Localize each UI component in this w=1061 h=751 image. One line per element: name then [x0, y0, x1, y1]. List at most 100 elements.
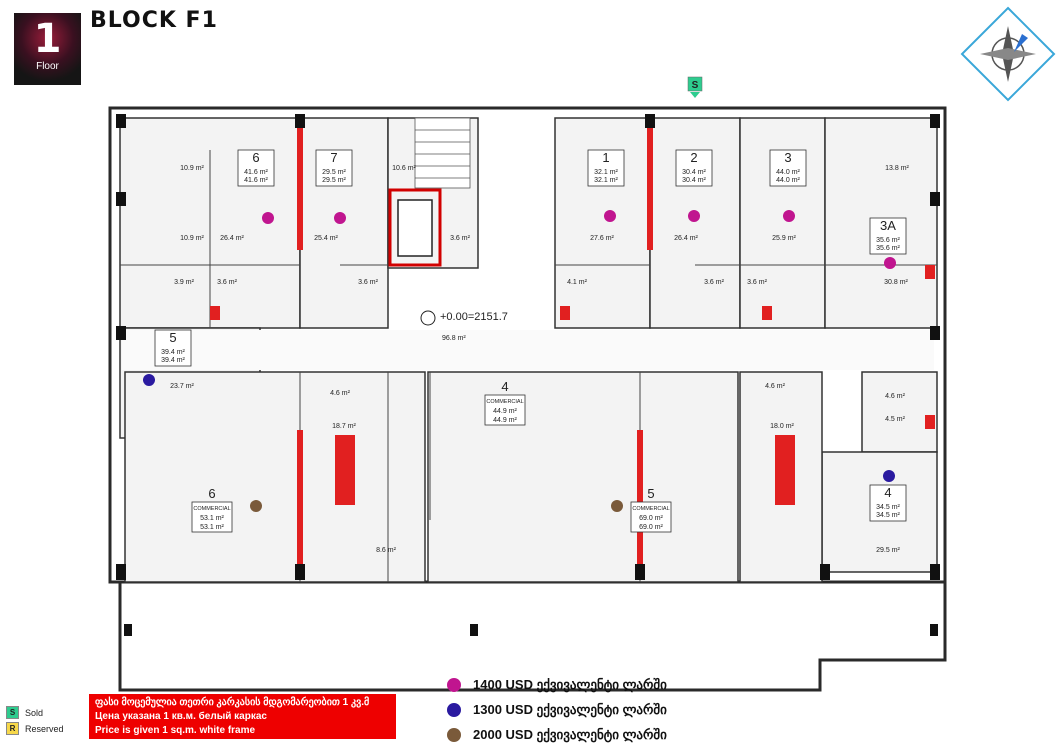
apartment-box: [869, 484, 907, 522]
apartment-number: 1: [602, 150, 609, 165]
apartment-area: 41.6 m²: [244, 177, 268, 184]
room-area-label: 10.9 m²: [180, 165, 204, 172]
apartment-number: 4: [884, 485, 891, 500]
room-area-label: 4.6 m²: [330, 390, 351, 397]
price-dot-icon: [884, 257, 896, 269]
price-dot-icon: [334, 212, 346, 224]
price-legend-item: 1400 USD ექვივალენტი ლარში: [447, 672, 667, 697]
elevation-mark: +0.00=2151.7: [440, 311, 508, 323]
apartment-box: [675, 149, 713, 187]
room-area-label: 4.6 m²: [765, 383, 786, 390]
sold-label: Sold: [25, 707, 44, 718]
room-area-label: 3.6 m²: [747, 279, 768, 286]
apartment-area: 41.6 m²: [244, 169, 268, 176]
floor-badge: 1 Floor: [14, 13, 81, 85]
commercial-type: COMMERCIAL: [632, 506, 669, 512]
price-dot-icon: [883, 470, 895, 482]
price-dot-icon: [688, 210, 700, 222]
apartment-area: 30.4 m²: [682, 169, 706, 176]
price-dot-icon: [143, 374, 155, 386]
room-area-label: 3.9 m²: [174, 279, 195, 286]
apartment-box: [869, 217, 907, 255]
notice-line-ka: ფასი მოცემულია თეთრი კარკასის მდგომარეობ…: [95, 697, 370, 708]
apartment-number: 3A: [880, 218, 896, 233]
commercial-area: 69.0 m²: [639, 515, 663, 522]
room-area-label: 29.5 m²: [876, 547, 900, 554]
room-area-label: 3.6 m²: [358, 279, 379, 286]
commercial-type: COMMERCIAL: [193, 506, 230, 512]
room-area-label: 25.9 m²: [772, 235, 796, 242]
price-label: 1400 USD ექვივალენტი ლარში: [473, 676, 667, 692]
commercial-area: 44.9 m²: [493, 417, 517, 424]
price-legend: 1400 USD ექვივალენტი ლარში 1300 USD ექვი…: [447, 672, 667, 747]
reserved-swatch: R: [6, 722, 19, 735]
commercial-area: 69.0 m²: [639, 524, 663, 531]
room-area-label: 18.7 m²: [332, 423, 356, 430]
price-dot-icon: [604, 210, 616, 222]
price-dot-icon: [262, 212, 274, 224]
commercial-number: 4: [501, 379, 508, 394]
room-area-label: 10.9 m²: [180, 235, 204, 242]
room-area-label: 23.7 m²: [170, 383, 194, 390]
block-title: BLOCK F1: [90, 8, 218, 33]
commercial-area: 53.1 m²: [200, 524, 224, 531]
apartment-box: [154, 329, 192, 367]
apartment-area: 32.1 m²: [594, 169, 618, 176]
price-dot-icon: [783, 210, 795, 222]
room-area-label: 3.6 m²: [450, 235, 471, 242]
price-dot-icon: [611, 500, 623, 512]
apartment-number: 2: [690, 150, 697, 165]
apartment-box: [237, 149, 275, 187]
reserved-label: Reserved: [25, 723, 64, 734]
apartment-number: 3: [784, 150, 791, 165]
floor-label: Floor: [36, 61, 59, 72]
room-area-label: 26.4 m²: [674, 235, 698, 242]
price-dot-icon: [447, 702, 461, 717]
apartment-area: 32.1 m²: [594, 177, 618, 184]
apartment-area: 34.5 m²: [876, 512, 900, 519]
room-area-label: 18.0 m²: [770, 423, 794, 430]
notice-line-ru: Цена указана 1 кв.м. белый каркас: [95, 711, 267, 722]
commercial-box: [484, 394, 526, 426]
commercial-number: 5: [647, 486, 654, 501]
apartment-area: 35.6 m²: [876, 237, 900, 244]
room-area-label: 13.8 m²: [885, 165, 909, 172]
commercial-number: 6: [208, 486, 215, 501]
sold-swatch: S: [6, 706, 19, 719]
apartment-area: 30.4 m²: [682, 177, 706, 184]
price-legend-item: 1300 USD ექვივალენტი ლარში: [447, 697, 667, 722]
apartment-area: 29.5 m²: [322, 177, 346, 184]
apartment-box: [315, 149, 353, 187]
floor-number: 1: [33, 16, 62, 62]
room-area-label: 3.6 m²: [217, 279, 238, 286]
room-area-label: 4.5 m²: [885, 416, 906, 423]
apartment-area: 39.4 m²: [161, 349, 185, 356]
compass-icon: [960, 6, 1056, 102]
price-dot-icon: [447, 677, 461, 692]
room-area-label: 4.1 m²: [567, 279, 588, 286]
apartment-area: 44.0 m²: [776, 169, 800, 176]
apartment-number: 6: [252, 150, 259, 165]
apartment-area: 39.4 m²: [161, 357, 185, 364]
notice-line-en: Price is given 1 sq.m. white frame: [95, 725, 256, 736]
apartment-area: 29.5 m²: [322, 169, 346, 176]
apartment-area: 34.5 m²: [876, 504, 900, 511]
commercial-area: 44.9 m²: [493, 408, 517, 415]
status-legend: S Sold R Reserved: [6, 706, 64, 738]
room-area-label: 4.6 m²: [885, 393, 906, 400]
sold-marker: S: [692, 80, 699, 91]
commercial-type: COMMERCIAL: [486, 399, 523, 405]
room-area-label: 25.4 m²: [314, 235, 338, 242]
room-area-label: 26.4 m²: [220, 235, 244, 242]
price-legend-item: 2000 USD ექვივალენტი ლარში: [447, 722, 667, 747]
apartment-area: 35.6 m²: [876, 245, 900, 252]
commercial-box: [191, 501, 233, 533]
room-area-label: 30.8 m²: [884, 279, 908, 286]
room-area-label: 8.6 m²: [376, 547, 397, 554]
price-label: 2000 USD ექვივალენტი ლარში: [473, 726, 667, 742]
commercial-box: [630, 501, 672, 533]
room-area-label: 27.6 m²: [590, 235, 614, 242]
apartment-number: 5: [169, 330, 176, 345]
apartment-number: 7: [330, 150, 337, 165]
